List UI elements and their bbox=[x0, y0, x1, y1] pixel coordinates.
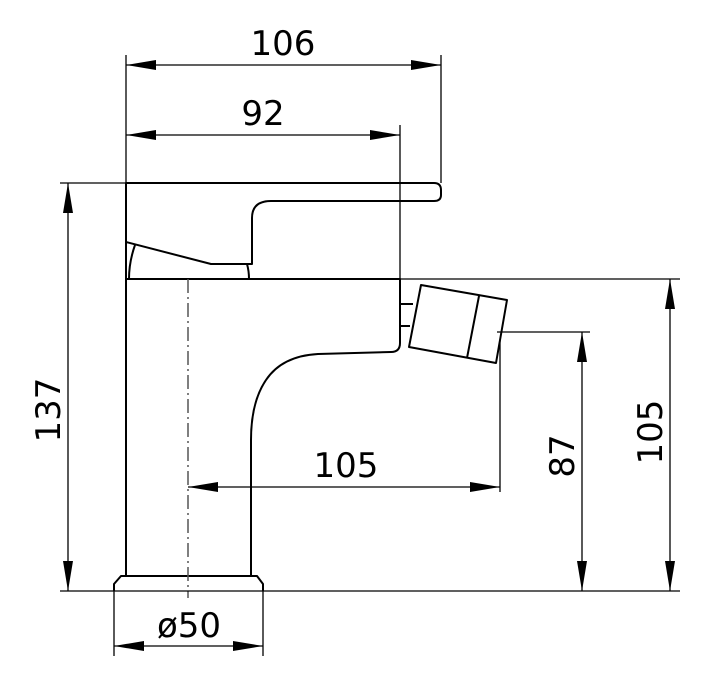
dimension-body-height: 105 bbox=[631, 279, 675, 591]
dimension-base-diameter: ø50 bbox=[114, 606, 263, 651]
handle-cap-arc-right bbox=[246, 263, 250, 280]
nozzle-stub bbox=[400, 303, 413, 327]
dimension-handle-width: 92 bbox=[126, 94, 400, 140]
bidet-nozzle bbox=[408, 284, 508, 364]
handle-cap-arc-left bbox=[128, 244, 136, 280]
dimension-overall-width: 106 bbox=[126, 24, 441, 70]
dimension-spout-reach: 105 bbox=[188, 446, 500, 492]
dimension-label: ø50 bbox=[157, 606, 221, 646]
dimension-overall-height: 137 bbox=[29, 183, 73, 591]
dimension-label: 106 bbox=[251, 24, 316, 64]
dimension-label: 105 bbox=[314, 446, 379, 486]
dimension-label: 87 bbox=[543, 434, 583, 477]
faucet-outline bbox=[113, 182, 508, 591]
dimension-label: 92 bbox=[241, 94, 284, 134]
dimension-outlet-height: 87 bbox=[543, 332, 587, 591]
faucet-handle bbox=[125, 182, 442, 279]
dimension-label: 137 bbox=[29, 378, 69, 443]
extension-lines bbox=[60, 55, 680, 656]
faucet-base bbox=[113, 575, 264, 591]
dimension-label: 105 bbox=[631, 400, 671, 465]
faucet-body bbox=[125, 278, 401, 577]
